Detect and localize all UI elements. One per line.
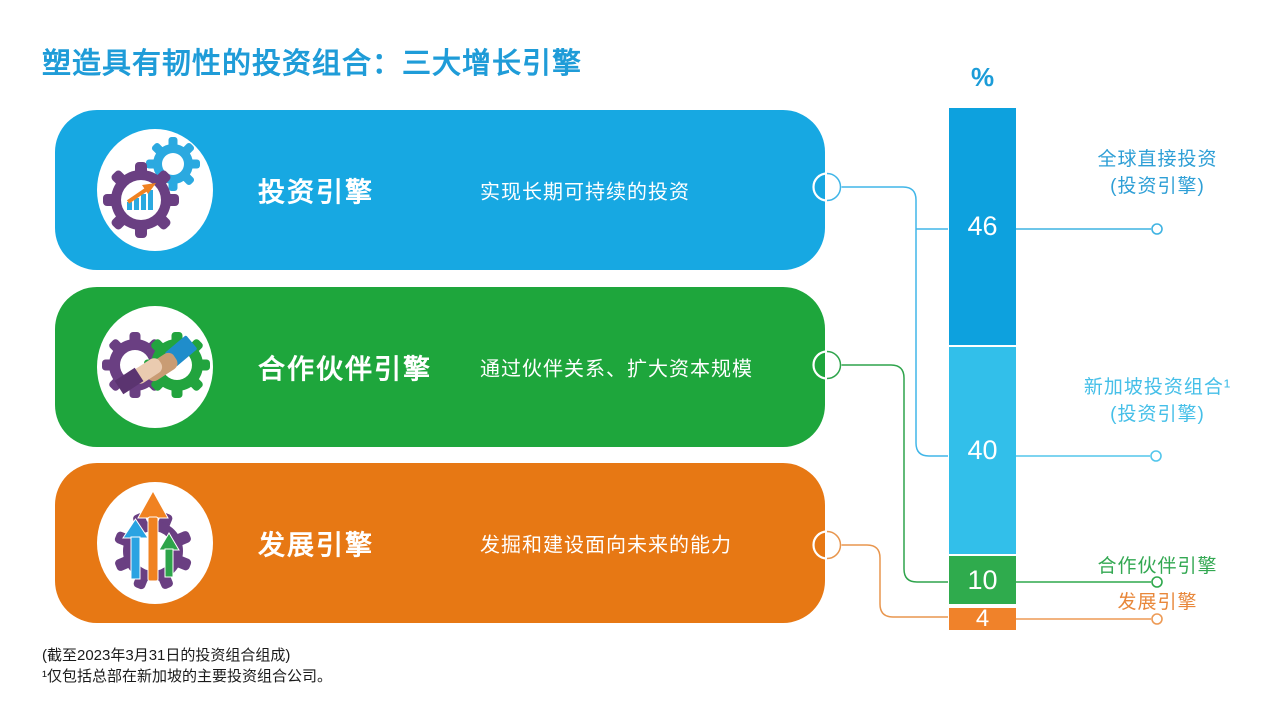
up-trend-arrow-icon — [126, 183, 156, 204]
callout-label-line1: 全球直接投资 — [1097, 149, 1218, 170]
handshake-between-gears-icon — [95, 305, 215, 429]
stacked-bar-chart: 46 40 10 4 — [949, 108, 1016, 632]
engine-description: 通过伙伴关系、扩大资本规模 — [480, 358, 753, 381]
connector-partnership-engine — [812, 350, 948, 583]
footnote-as-of-date: (截至2023年3月31日的投资组合组成) — [42, 647, 291, 664]
engine-name: 发展引擎 — [258, 530, 374, 561]
connector-investment-engine — [812, 172, 948, 457]
bar-segment-development-engine: 4 — [949, 605, 1016, 632]
bar-segment-global-direct-investments: 46 — [949, 108, 1016, 345]
callout-label-singapore-portfolio: 新加坡投资组合¹ (投资引擎) — [1075, 374, 1240, 428]
orange-arrow-icon — [137, 489, 169, 582]
engine-card-development: 发展引擎 发掘和建设面向未来的能力 — [55, 463, 825, 623]
engine-card-partnership: 合作伙伴引擎 通过伙伴关系、扩大资本规模 — [55, 287, 825, 447]
handshake-icon — [114, 335, 197, 395]
callout-label-global-direct-investments: 全球直接投资 (投资引擎) — [1075, 146, 1240, 200]
callout-label-line2: (投资引擎) — [1110, 404, 1205, 425]
engine-card-investment: 投资引擎 实现长期可持续的投资 — [55, 110, 825, 270]
engine-description: 发掘和建设面向未来的能力 — [480, 534, 732, 557]
engine-name: 合作伙伴引擎 — [258, 354, 432, 385]
callout-label-partnership-engine: 合作伙伴引擎 — [1075, 553, 1240, 580]
callout-end-ring — [1151, 223, 1163, 235]
segment-value: 10 — [967, 564, 998, 595]
blue-arrow-icon — [122, 518, 149, 580]
green-arrow-icon — [158, 532, 180, 578]
callout-end-ring — [1150, 450, 1162, 462]
segment-value: 40 — [967, 435, 998, 465]
engine-description: 实现长期可持续的投资 — [480, 181, 690, 204]
callout-label-development-engine: 发展引擎 — [1075, 589, 1240, 616]
segment-value: 4 — [975, 605, 990, 632]
upward-arrows-in-gear-icon — [95, 481, 215, 605]
page-title: 塑造具有韧性的投资组合：三大增长引擎 — [42, 48, 583, 80]
connector-development-engine — [812, 530, 948, 618]
mini-bar-chart-icon — [127, 190, 153, 210]
callout-label-line2: (投资引擎) — [1110, 176, 1205, 197]
gears-with-growth-chart-icon — [95, 128, 215, 252]
bar-segment-partnership-engine: 10 — [949, 556, 1016, 604]
footnote-singapore-definition: ¹仅包括总部在新加坡的主要投资组合公司。 — [42, 668, 332, 685]
bar-segment-singapore-portfolio: 40 — [949, 347, 1016, 554]
axis-unit-label: % — [970, 62, 995, 92]
callout-line-global-direct-investments — [1016, 223, 1163, 235]
footnotes: (截至2023年3月31日的投资组合组成) ¹仅包括总部在新加坡的主要投资组合公… — [42, 645, 332, 687]
callout-label-line1: 合作伙伴引擎 — [1097, 556, 1218, 577]
segment-value: 46 — [967, 211, 998, 241]
callout-label-line1: 新加坡投资组合¹ — [1083, 377, 1232, 398]
callout-label-line1: 发展引擎 — [1117, 592, 1198, 613]
engine-name: 投资引擎 — [258, 177, 374, 208]
callout-line-singapore-portfolio — [1016, 450, 1162, 462]
